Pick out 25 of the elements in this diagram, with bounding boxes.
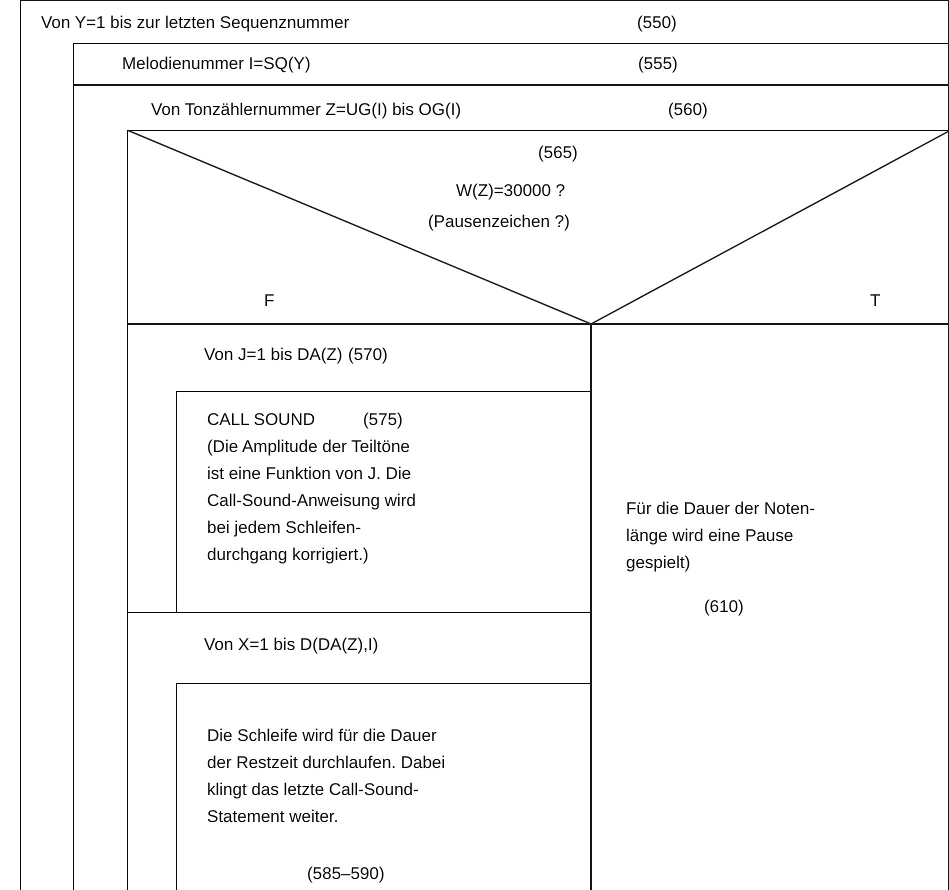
statement-text: Die Schleife wird für die Dauer der Restzeit durchlaufen. Dabei klingt das letzte Call-Sound-Statement weiter. — [207, 725, 446, 828]
line-number: (570) — [348, 344, 388, 366]
decision-block — [127, 130, 949, 324]
branch-label: T — [870, 290, 880, 312]
statement-text: Melodienummer I=SQ(Y) — [122, 53, 310, 75]
statement-block — [73, 43, 949, 85]
line-number: (565) — [538, 142, 578, 164]
loop-condition: Von Tonzählernummer Z=UG(I) bis OG(I) — [151, 99, 462, 121]
statement-block — [176, 391, 592, 613]
loop-condition: Von Y=1 bis zur letzten Sequenznummer — [41, 12, 350, 34]
decision-condition: (Pausenzeichen ?) — [428, 211, 570, 233]
line-number: (610) — [704, 596, 744, 618]
loop-block — [127, 324, 591, 612]
statement-text: (Die Amplitude der Teiltöne ist eine Funktion von J. Die Call-Sound-Anweisung wird bei jedem Schleifen-durchgang korrigiert.) — [207, 436, 417, 566]
line-number: (560) — [668, 99, 708, 121]
decision-condition: W(Z)=30000 ? — [456, 180, 566, 202]
line-number: (575) — [363, 409, 403, 431]
loop-condition: Von J=1 bis DA(Z) — [204, 344, 342, 366]
statement-text: CALL SOUND — [207, 409, 316, 431]
line-number: (550) — [637, 12, 677, 34]
branch-label: F — [264, 290, 274, 312]
loop-condition: Von X=1 bis D(DA(Z),I) — [204, 634, 378, 656]
line-number: (585–590) — [307, 863, 385, 885]
line-number: (555) — [638, 53, 678, 75]
statement-text: Für die Dauer der Noten-länge wird eine Pause gespielt) — [626, 498, 816, 574]
